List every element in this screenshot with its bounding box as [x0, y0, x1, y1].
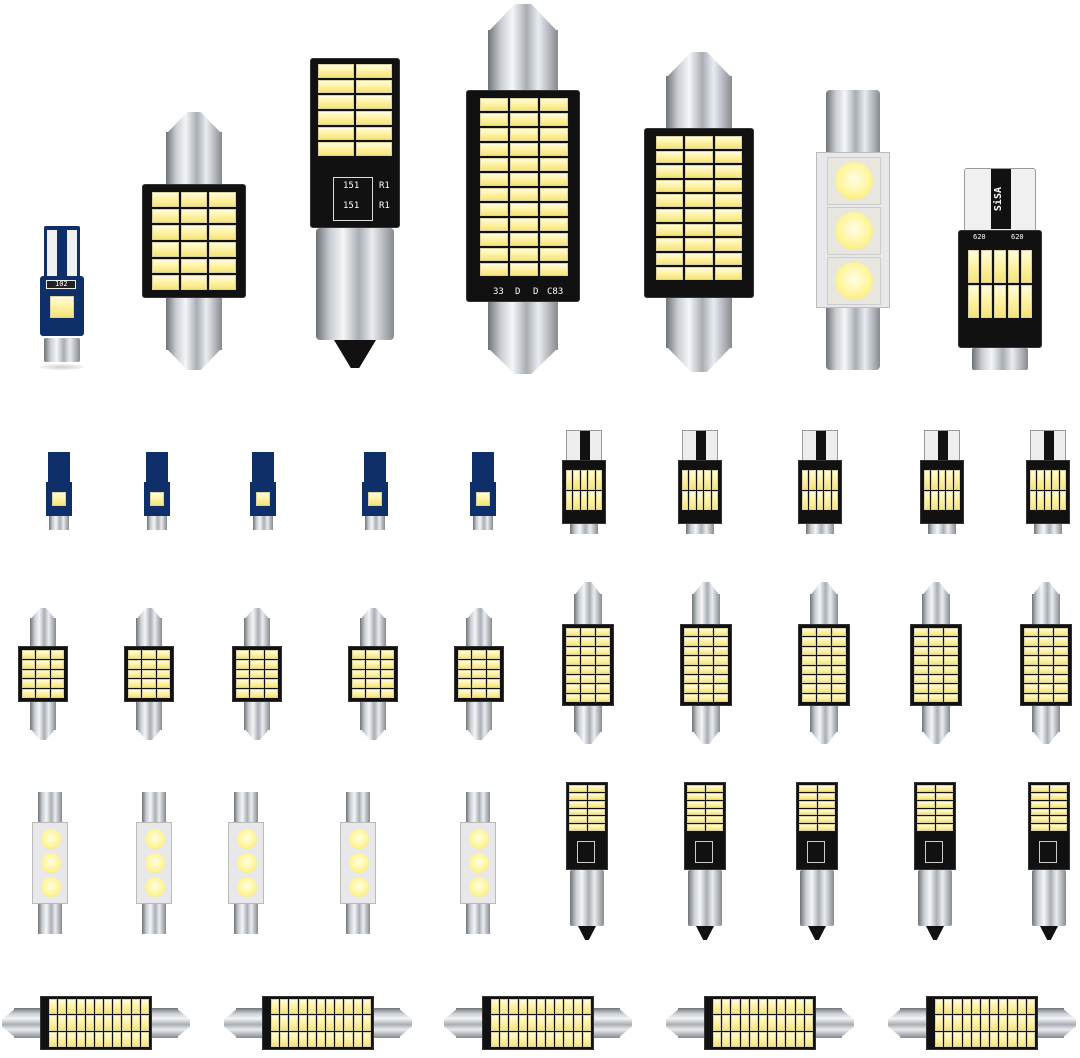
- pcb-white: [816, 152, 890, 308]
- bayonet-base: [316, 228, 394, 340]
- t10-w5w-bulb-large: SiSA 620 620: [958, 168, 1042, 374]
- grid-row-1: [0, 428, 1080, 538]
- festoon-31mm-bulb-small: [454, 608, 504, 742]
- t5-wedge-bulb-small: [250, 452, 276, 536]
- pcb-label: 33: [493, 287, 504, 297]
- pcb-black: [142, 184, 246, 298]
- festoon-36mm-bulb-small: [1020, 582, 1072, 744]
- end-cap-top: [666, 76, 732, 128]
- festoon-31mm-bulb-small: [348, 608, 398, 742]
- end-cap-top: [166, 132, 222, 184]
- t5-wedge-bulb-small: [362, 452, 388, 536]
- end-cap-top: [826, 90, 880, 152]
- ba9s-bulb-small: [914, 782, 956, 944]
- t10-w5w-bulb-small: [562, 430, 606, 536]
- t5-wedge-bulb-small: [144, 452, 170, 536]
- festoon-29mm-bulb-small: [32, 792, 68, 936]
- brand-label: SiSA: [993, 187, 1004, 212]
- ba9s-bulb-small: [684, 782, 726, 944]
- festoon-31mm-bulb-small: [124, 608, 174, 742]
- pcb-label: 151: [343, 181, 360, 191]
- end-cap-bottom: [488, 302, 558, 350]
- end-cap-top: [488, 30, 558, 90]
- festoon-41mm-bulb-horizontal: [224, 994, 412, 1052]
- festoon-31mm-bulb-small: [18, 608, 68, 742]
- festoon-36mm-bulb-small: [562, 582, 614, 744]
- grid-row-3: [0, 780, 1080, 946]
- pcb-label: C83: [547, 287, 564, 297]
- pcb-label: 620: [973, 233, 986, 241]
- end-cap-bottom: [666, 298, 732, 348]
- festoon-31mm-bulb-small: [232, 608, 282, 742]
- festoon-29mm-bulb-small: [460, 792, 496, 936]
- grid-row-2: [0, 582, 1080, 746]
- t5-wedge-bulb-small: [46, 452, 72, 536]
- wedge-base: [972, 348, 1028, 370]
- wedge-base: [44, 338, 80, 362]
- ba9s-bulb-small: [566, 782, 608, 944]
- pcb-label: D: [515, 287, 521, 297]
- festoon-36mm-bulb-small: [798, 582, 850, 744]
- festoon-29mm-bulb-small: [228, 792, 264, 936]
- pcb-blue: [44, 226, 80, 282]
- ba9s-bulb-small: [1028, 782, 1070, 944]
- festoon-41mm-bulb-horizontal: [888, 994, 1076, 1052]
- festoon-41mm-bulb-large: 33 D D C83: [466, 4, 580, 376]
- resistor-label: 102: [55, 280, 68, 288]
- festoon-41mm-bulb-horizontal: [666, 994, 854, 1052]
- festoon-29mm-bulb-large: [816, 90, 890, 374]
- t10-w5w-bulb-small: [1026, 430, 1070, 536]
- t5-wedge-bulb-large: 102: [40, 226, 84, 372]
- festoon-36mm-bulb-small: [910, 582, 962, 744]
- end-cap-bottom: [166, 298, 222, 350]
- festoon-41mm-bulb-horizontal: [444, 994, 632, 1052]
- pcb-label: D: [533, 287, 539, 297]
- festoon-29mm-bulb-small: [136, 792, 172, 936]
- festoon-41mm-bulb-horizontal: [2, 994, 190, 1052]
- festoon-36mm-bulb-large: [644, 52, 754, 374]
- ba9s-bulb-small: [796, 782, 838, 944]
- pcb-black: 620 620: [958, 230, 1042, 348]
- pcb-black: [644, 128, 754, 298]
- t5-wedge-bulb-small: [470, 452, 496, 536]
- grid-row-4: [0, 994, 1080, 1054]
- t10-w5w-bulb-small: [798, 430, 842, 536]
- pcb-label: 620: [1011, 233, 1024, 241]
- led-chip: [50, 296, 74, 318]
- t10-w5w-bulb-small: [920, 430, 964, 536]
- festoon-36mm-bulb-small: [680, 582, 732, 744]
- ba9s-bulb-large: 151 R1 151 R1: [310, 58, 400, 372]
- pcb-black: 33 D D C83: [466, 90, 580, 302]
- end-cap-bottom: [826, 308, 880, 370]
- festoon-29mm-bulb-small: [340, 792, 376, 936]
- pcb-label: R1: [379, 181, 390, 191]
- festoon-31mm-bulb-large: [142, 112, 246, 374]
- pcb-black: 151 R1 151 R1: [310, 58, 400, 228]
- pcb-label: R1: [379, 201, 390, 211]
- t10-w5w-bulb-small: [678, 430, 722, 536]
- pcb-label: 151: [343, 201, 360, 211]
